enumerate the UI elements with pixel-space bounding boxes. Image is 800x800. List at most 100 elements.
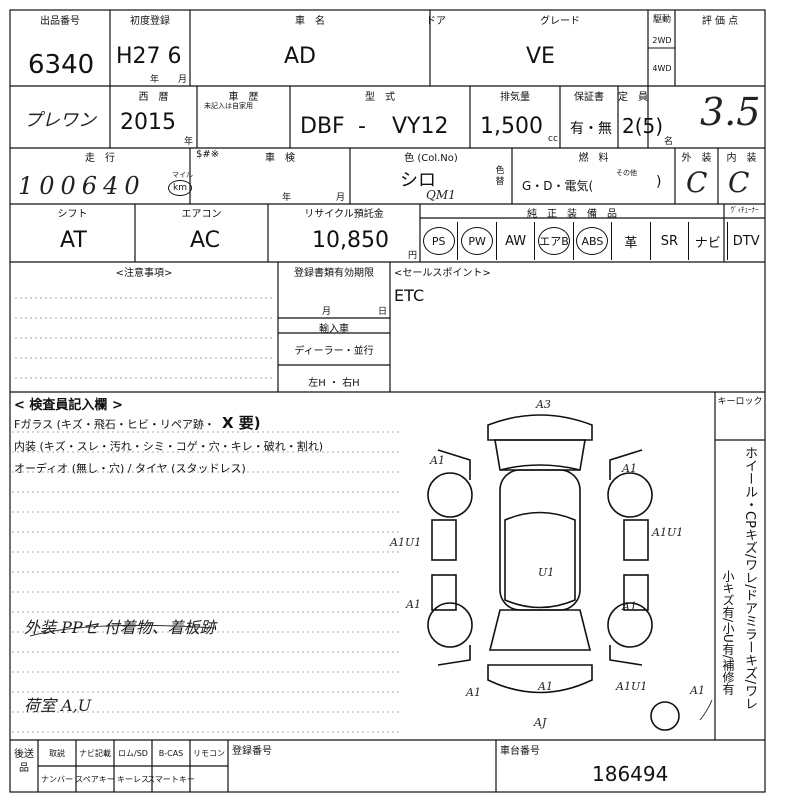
- capacity-value: 2(5): [622, 114, 664, 138]
- model-label: 型 式: [365, 92, 395, 103]
- drive-4wd: 4WD: [652, 64, 672, 73]
- equipment-item: ABS: [572, 222, 611, 260]
- damage-mark: U1: [538, 566, 555, 579]
- inspector-line3: オーディオ (無し・穴) / タイヤ (スタッドレス): [14, 462, 246, 475]
- fuel-other: その他: [616, 169, 637, 177]
- exterior-value: C: [686, 166, 708, 199]
- drive-2wd: 2WD: [652, 36, 672, 45]
- equipment-item: AW: [495, 222, 534, 260]
- inspector-line1: Fガラス (キズ・飛石・ヒビ・リペア跡・: [14, 418, 215, 431]
- damage-mark: A1: [538, 680, 553, 693]
- equipment-label: DTV: [732, 233, 760, 249]
- footer-item: ナンバー: [41, 774, 73, 784]
- capacity-label: 定 員: [618, 92, 648, 103]
- model-prefix: DBF: [300, 114, 345, 139]
- seireki-label: 西 暦: [138, 92, 169, 103]
- keylock-label: キーロック: [717, 397, 763, 407]
- equipment-label: SR: [660, 233, 678, 249]
- damage-mark: AJ: [534, 716, 547, 729]
- inspector-line2: 内装 (キズ・スレ・汚れ・シミ・コゲ・穴・キレ・破れ・割れ): [14, 440, 324, 453]
- chassis-label: 車台番号: [500, 746, 540, 757]
- reg-month: 月: [322, 307, 332, 317]
- footer-items-bottom: ナンバースペアキーキーレススマートキー: [38, 768, 228, 790]
- notes-label: <注意事項>: [115, 268, 173, 279]
- equipment-label: 革: [624, 235, 638, 251]
- inspection-month: 月: [336, 193, 346, 203]
- footer-item: リモコン: [193, 748, 225, 758]
- reg-deadline-label: 登録書類有効期限: [294, 268, 374, 279]
- hand-note-cargo: 荷室 A,U: [24, 696, 92, 715]
- grade-label: グレード: [540, 16, 580, 27]
- prefix-hand: プレワン: [24, 110, 96, 131]
- tuner-label: ｳﾞｨﾁｭｰﾅｰ: [730, 206, 759, 214]
- color-change-label: 色替: [495, 166, 505, 187]
- inspection-year: 年: [282, 193, 292, 203]
- inspection-label: 車 検: [265, 153, 295, 164]
- damage-mark: A1U1: [390, 536, 422, 549]
- warranty-value: 有・無: [570, 121, 612, 137]
- fuel-close: ): [656, 174, 662, 190]
- damage-mark: A1U1: [616, 680, 648, 693]
- damage-mark: A1: [430, 454, 445, 467]
- damage-mark: A1: [466, 686, 481, 699]
- equipment-item: DTV: [726, 222, 765, 260]
- equipment-label: ABS: [576, 227, 609, 255]
- lot-label: 出品番号: [40, 16, 80, 27]
- yen-unit: 円: [408, 251, 418, 261]
- damage-mark: A1: [406, 598, 421, 611]
- fuel-label: 燃 料: [578, 153, 609, 164]
- year-unit: 年: [150, 75, 160, 85]
- warranty-label: 保証書: [574, 92, 604, 103]
- car-name: AD: [284, 44, 316, 69]
- color-label: 色 (Col.No): [404, 153, 458, 164]
- footer-item: ナビ記載: [79, 748, 111, 758]
- sales-point: ETC: [394, 286, 425, 305]
- model-code: VY12: [392, 114, 449, 139]
- rear-label: 後送品: [14, 749, 34, 774]
- seireki-unit: 年: [184, 137, 194, 147]
- displacement-label: 排気量: [500, 92, 530, 103]
- damage-mark: A1: [622, 600, 637, 613]
- ac-label: エアコン: [181, 209, 222, 220]
- equipment-item: 革: [611, 222, 649, 260]
- side-text-1: ホイール・CPキズ/ワレ/ドアミラーキズ/ワレ: [742, 446, 757, 711]
- equipment-item: SR: [649, 222, 688, 260]
- interior-value: C: [728, 166, 750, 199]
- score-value: 3.5: [700, 90, 761, 134]
- reg-day: 日: [378, 307, 388, 317]
- damage-mark: A1: [622, 462, 637, 475]
- dealer-label: ディーラー・並行: [294, 346, 374, 357]
- equipment-item: PS: [420, 222, 457, 260]
- sdollar-label: $#※: [196, 149, 220, 160]
- lot-number: 6340: [28, 50, 95, 80]
- equipment-item: ナビ: [688, 222, 726, 260]
- footer-item: キーレス: [117, 774, 149, 784]
- handle-label: 左H ・ 右H: [308, 378, 360, 389]
- fuel-options: G・D・電気(: [522, 179, 594, 193]
- km-circle: km: [168, 180, 192, 196]
- mileage-label: 走 行: [85, 153, 115, 164]
- footer-item: 取説: [49, 748, 65, 758]
- car-name-label: 車 名: [295, 16, 325, 27]
- model-dash: -: [358, 114, 366, 139]
- sales-label: <セールスポイント>: [394, 268, 491, 279]
- month-unit: 月: [178, 75, 188, 85]
- capacity-unit: 名: [664, 137, 674, 147]
- history-label: 車 歴: [228, 92, 259, 103]
- color-value: シロ: [400, 170, 436, 191]
- score-label: 評 価 点: [701, 16, 739, 27]
- reg-number-label: 登録番号: [232, 746, 272, 757]
- door-label: ドア: [426, 16, 446, 27]
- equipment-item: PW: [457, 222, 495, 260]
- footer-item: B-CAS: [158, 748, 184, 758]
- first-reg-value: H27 6: [116, 44, 182, 69]
- equipment-label: ナビ: [694, 235, 721, 251]
- hand-note-exterior: 外装 PPセ 付着物、着板跡: [24, 618, 216, 637]
- hand-scribbles: [29, 624, 713, 721]
- ac-value: AC: [190, 228, 221, 253]
- interior-label: 内 装: [726, 153, 757, 164]
- grade-value: VE: [526, 44, 555, 69]
